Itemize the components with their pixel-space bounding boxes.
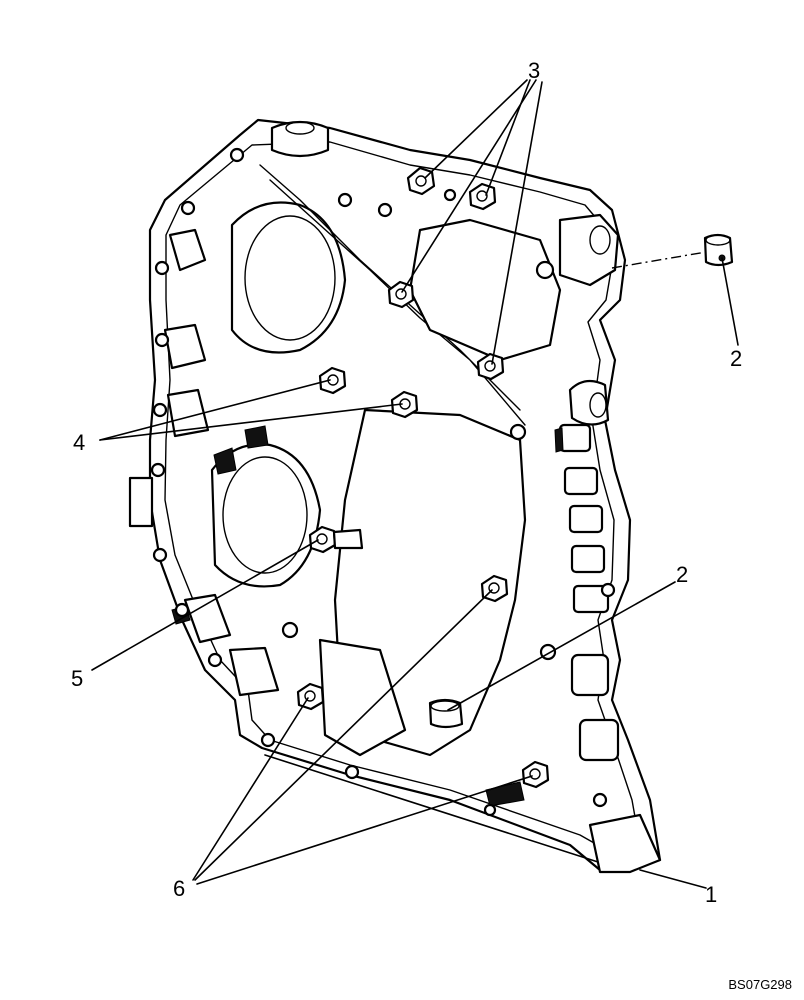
- lower-bore-inner: [222, 456, 308, 574]
- callout-3: 3: [528, 58, 540, 83]
- bolt-5: [308, 525, 364, 554]
- plug-exploded: [703, 233, 734, 267]
- right-tab-hole: [589, 225, 611, 255]
- drawing-reference: BS07G298: [728, 977, 792, 992]
- bottom-foot: [588, 813, 662, 874]
- right-boss-hole: [589, 392, 607, 418]
- front-cover-housing: [128, 118, 662, 874]
- bolt-3c: [387, 280, 415, 309]
- explode-axis: [611, 251, 707, 269]
- callout-2-lower: 2: [676, 562, 688, 587]
- callout-1: 1: [705, 882, 717, 907]
- right-pockets: [558, 423, 620, 762]
- bolt-4a: [318, 366, 347, 395]
- upper-bore-inner: [244, 215, 336, 341]
- lower-bracket: [318, 638, 407, 757]
- upper-bore: [230, 201, 347, 354]
- left-pockets: [163, 228, 280, 697]
- bolt-6c: [521, 760, 550, 789]
- top-boss-hole: [285, 121, 315, 135]
- bolt-3b: [468, 182, 497, 211]
- callout-2-right: 2: [730, 346, 742, 371]
- top-boss: [270, 120, 330, 158]
- callout-4: 4: [73, 430, 85, 455]
- bolt-3d: [476, 352, 505, 381]
- upper-window: [408, 218, 562, 362]
- left-tab: [128, 476, 154, 528]
- callout-5: 5: [71, 666, 83, 691]
- leader-lines: [91, 79, 739, 889]
- callout-labels: 3 2 4 2 5 6 1: [71, 58, 742, 907]
- right-tab: [558, 213, 620, 287]
- right-boss: [568, 379, 610, 426]
- callout-6: 6: [173, 876, 185, 901]
- bolt-4b: [390, 390, 419, 419]
